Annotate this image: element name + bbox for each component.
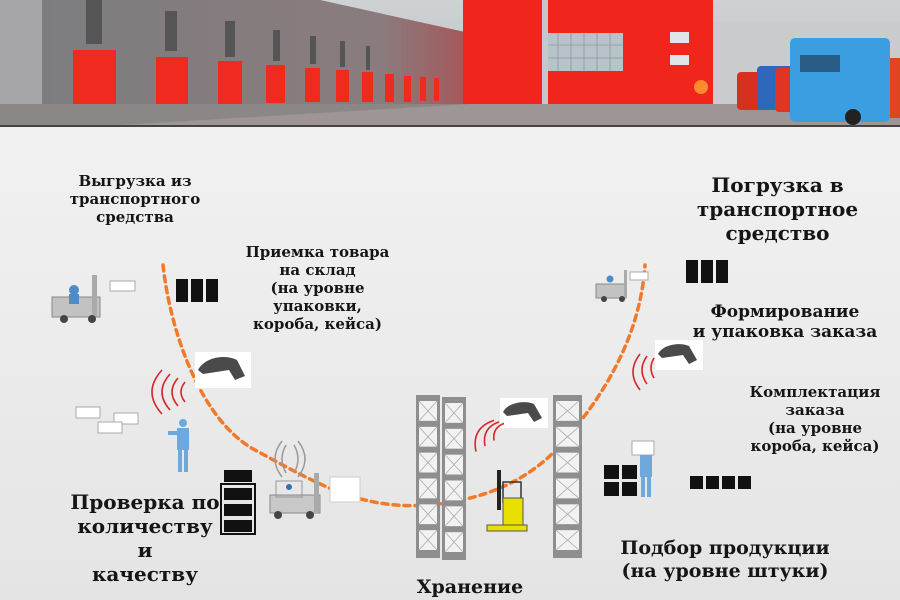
label-line: Погрузка в bbox=[711, 173, 844, 197]
rack-column bbox=[553, 395, 582, 558]
stage-picking: Подбор продукции(на уровне штуки) bbox=[610, 537, 840, 583]
label-line: средства bbox=[96, 208, 174, 226]
label-line: Формирование bbox=[710, 302, 860, 322]
label-line: Приемка товара bbox=[245, 243, 390, 261]
barcode-scanner-icon bbox=[195, 352, 251, 388]
label-line: средство bbox=[725, 221, 830, 245]
barcode-scanner-icon bbox=[655, 340, 703, 370]
label-line: качеству bbox=[91, 562, 199, 586]
pallet-boxes-icon bbox=[686, 260, 728, 283]
label-line: (на уровне bbox=[270, 279, 365, 297]
stacked-containers-icon bbox=[220, 470, 256, 535]
label-line: Хранение bbox=[416, 576, 524, 598]
rack-column bbox=[442, 397, 466, 560]
forklift-icon bbox=[595, 270, 649, 302]
yellow-forklift-icon bbox=[486, 470, 528, 532]
rfid-waves-icon bbox=[151, 369, 186, 415]
label-line: (на уровне штуки) bbox=[621, 559, 829, 582]
label-line: количеству bbox=[77, 514, 213, 538]
rack-column bbox=[416, 395, 440, 558]
storage-rack-icon bbox=[416, 395, 582, 560]
label-line: заказа bbox=[785, 401, 845, 419]
picking-worker-icon bbox=[604, 440, 655, 497]
worker-icon bbox=[168, 419, 189, 472]
label-line: Комплектация bbox=[749, 383, 881, 401]
empty-pallets-icon bbox=[75, 406, 139, 434]
pallet-boxes-icon bbox=[176, 279, 218, 302]
label-line: транспортного bbox=[69, 190, 201, 208]
barcode-scanner-icon bbox=[500, 398, 548, 428]
label-line: транспортное bbox=[696, 197, 859, 221]
warehouse-photo bbox=[0, 0, 900, 127]
stage-storage: Хранение bbox=[400, 576, 540, 599]
conveyor-boxes-icon bbox=[690, 476, 751, 489]
rfid-waves-icon bbox=[474, 419, 505, 452]
rfid-waves-icon bbox=[632, 353, 655, 391]
label-line: (на уровне bbox=[767, 419, 863, 437]
label-line: короба, кейса) bbox=[253, 315, 382, 333]
label-line: Подбор продукции bbox=[620, 537, 830, 559]
rfid-forklift-icon bbox=[269, 440, 361, 519]
label-line: Выгрузка из bbox=[78, 172, 192, 190]
label-line: на склад bbox=[279, 261, 356, 279]
forklift-icon bbox=[51, 275, 136, 323]
label-line: и bbox=[137, 538, 153, 562]
label-line: короба, кейса) bbox=[750, 437, 880, 455]
label-line: упаковки, bbox=[273, 297, 362, 315]
label-line: Проверка по bbox=[70, 490, 220, 514]
label-line: и упаковка заказа bbox=[692, 322, 878, 343]
